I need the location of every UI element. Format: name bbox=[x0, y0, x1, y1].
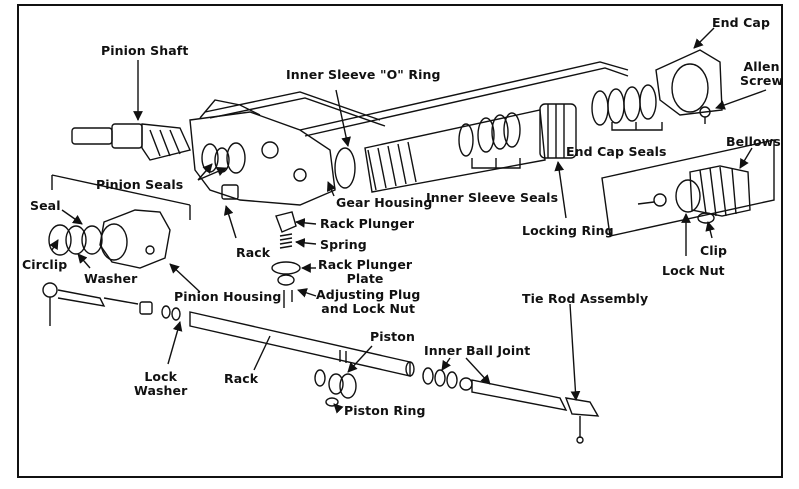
piston-part bbox=[314, 369, 357, 407]
label-end-cap: End Cap bbox=[712, 15, 770, 30]
label-locking-ring: Locking Ring bbox=[522, 223, 614, 238]
leader-clip bbox=[705, 221, 715, 239]
label-clip: Clip bbox=[700, 243, 728, 258]
leader-spring bbox=[295, 238, 317, 248]
bellows-group-bracket bbox=[601, 139, 775, 237]
pinion-group-bracket-1 bbox=[51, 174, 191, 206]
locking-ring-part bbox=[539, 103, 577, 159]
leader-inner-ball-joint-2 bbox=[465, 357, 491, 385]
leader-circlip bbox=[49, 239, 59, 251]
label-tie-rod-assembly: Tie Rod Assembly bbox=[522, 291, 649, 306]
leader-rack-upper bbox=[223, 205, 237, 239]
bellows-part bbox=[637, 165, 751, 224]
fluid-pipe-2 bbox=[304, 67, 629, 137]
label-allen-screw-line-2: Screw bbox=[740, 73, 784, 88]
label-pinion-seals: Pinion Seals bbox=[96, 177, 184, 192]
leader-lock-washer bbox=[167, 321, 183, 365]
seal-washer-circlip-parts bbox=[48, 224, 103, 256]
leader-washer bbox=[77, 253, 91, 269]
label-pinion-shaft: Pinion Shaft bbox=[101, 43, 189, 58]
leader-locking-ring bbox=[554, 161, 567, 219]
label-bellows: Bellows bbox=[726, 134, 781, 149]
leader-adjusting-plug bbox=[297, 288, 317, 298]
label-lock-washer-line-2: Washer bbox=[134, 383, 188, 398]
label-lock-nut: Lock Nut bbox=[662, 263, 725, 278]
label-lock-washer: Lock Washer bbox=[134, 370, 187, 398]
label-seal: Seal bbox=[30, 198, 61, 213]
leader-gear-housing bbox=[326, 181, 336, 197]
label-rack-plunger-plate-line-2: Plate bbox=[346, 271, 384, 286]
leader-inner-ball-joint-1 bbox=[441, 357, 451, 371]
leader-allen-screw bbox=[715, 89, 767, 110]
label-rack-plunger: Rack Plunger bbox=[320, 216, 415, 231]
label-spring: Spring bbox=[320, 237, 367, 252]
gear-housing-part bbox=[189, 91, 386, 206]
leader-inner-sleeve-o-ring bbox=[335, 89, 351, 147]
label-rack-lower: Rack bbox=[224, 371, 259, 386]
pinion-shaft-part bbox=[71, 123, 191, 161]
label-end-cap-seals: End Cap Seals bbox=[566, 144, 667, 159]
label-adjusting-plug: Adjusting Plug and Lock Nut bbox=[316, 288, 420, 316]
label-rack-upper: Rack bbox=[236, 245, 271, 260]
diagram-border bbox=[17, 4, 783, 478]
pinion-housing-part bbox=[99, 209, 171, 269]
leader-pinion-housing bbox=[169, 263, 201, 293]
label-allen-screw: Allen Screw bbox=[740, 60, 783, 88]
leader-end-cap bbox=[693, 27, 715, 49]
leader-pinion-seals-2 bbox=[197, 166, 227, 181]
label-adjusting-plug-line-1: Adjusting Plug bbox=[316, 287, 421, 302]
label-allen-screw-line-1: Allen bbox=[743, 59, 780, 74]
end-cap-part bbox=[655, 49, 723, 124]
label-inner-sleeve-seals: Inner Sleeve Seals bbox=[426, 190, 559, 205]
tie-rod-left bbox=[42, 282, 181, 326]
leader-rack-plunger bbox=[295, 218, 317, 228]
end-cap-seals-part bbox=[591, 84, 657, 126]
label-piston: Piston bbox=[370, 329, 415, 344]
fluid-pipe bbox=[299, 61, 629, 131]
inner-sleeve-seals-bracket bbox=[471, 158, 521, 169]
end-cap-seals-bracket bbox=[611, 122, 663, 131]
label-washer: Washer bbox=[84, 271, 138, 286]
label-rack-plunger-plate-line-1: Rack Plunger bbox=[318, 257, 413, 272]
label-rack-plunger-plate: Rack Plunger Plate bbox=[318, 258, 412, 286]
label-piston-ring: Piston Ring bbox=[344, 403, 426, 418]
leader-seal bbox=[61, 209, 83, 225]
label-circlip: Circlip bbox=[22, 257, 68, 272]
rack-bar bbox=[189, 311, 415, 377]
label-inner-ball-joint: Inner Ball Joint bbox=[424, 343, 531, 358]
leader-pinion-seals-1 bbox=[197, 163, 213, 181]
leader-bellows bbox=[739, 147, 753, 169]
label-pinion-housing: Pinion Housing bbox=[174, 289, 282, 304]
inner-sleeve-seals-part bbox=[458, 112, 521, 157]
label-lock-washer-line-1: Lock bbox=[144, 369, 178, 384]
inner-sleeve-part bbox=[364, 109, 546, 193]
label-adjusting-plug-line-2: and Lock Nut bbox=[321, 301, 416, 316]
leader-rack-lower bbox=[253, 335, 271, 371]
leader-piston bbox=[347, 345, 373, 373]
label-inner-sleeve-o-ring: Inner Sleeve "O" Ring bbox=[286, 67, 441, 82]
label-gear-housing: Gear Housing bbox=[336, 195, 433, 210]
tie-rod-right bbox=[471, 379, 600, 444]
leader-tie-rod-assembly bbox=[569, 303, 581, 401]
leader-piston-ring bbox=[333, 403, 344, 414]
inner-ball-joint-part bbox=[422, 367, 473, 391]
